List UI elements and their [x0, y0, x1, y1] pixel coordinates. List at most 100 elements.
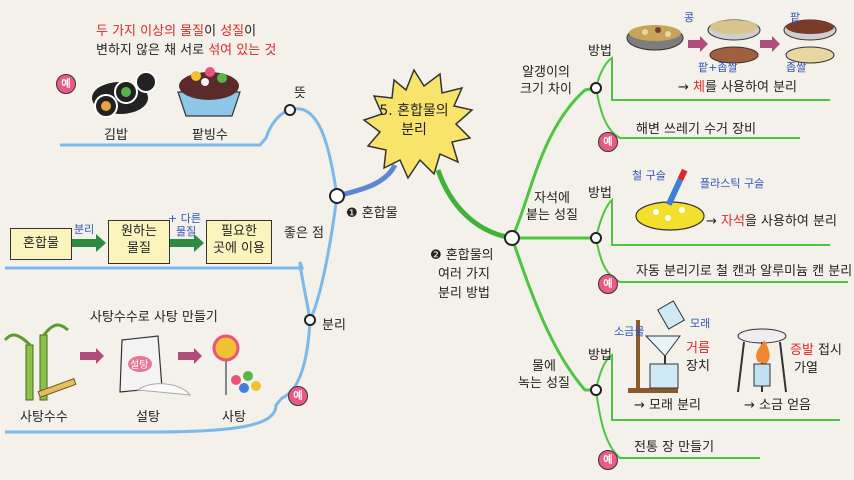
arrow2-line2: 물질	[176, 225, 197, 238]
flow-arrow-5	[688, 36, 708, 52]
size-connector	[510, 86, 597, 239]
size-title: 알갱이의 크기 차이	[520, 64, 572, 98]
filter-result: → 모래 분리	[634, 398, 701, 413]
center-title: 5. 혼합물의 분리	[366, 102, 462, 140]
size-title-line1: 알갱이의	[522, 65, 570, 80]
sieve-two-illustration	[783, 19, 837, 64]
filter-apparatus-illustration	[628, 300, 685, 393]
example-connector	[5, 319, 312, 434]
filter-highlight: 거름	[686, 341, 710, 356]
magnet-method-line	[595, 197, 830, 246]
millet-label: 좁쌀	[786, 61, 807, 74]
magnet-method-label: 방법	[588, 186, 612, 201]
branch2-line1: ❷ 혼합물의	[430, 248, 494, 263]
bean-label: 콩	[684, 11, 695, 24]
branch1-node[interactable]	[329, 188, 345, 204]
flow-arrow-3	[80, 348, 104, 364]
filter-suffix: 장치	[686, 359, 710, 374]
patbingsu-illustration	[177, 67, 241, 117]
sugar-bag-illustration	[119, 335, 192, 396]
size-method-line	[595, 56, 830, 101]
magnet-result-suffix: 을 사용하여 분리	[744, 214, 837, 229]
dissolve-example-line	[595, 389, 760, 459]
box3-line2: 곳에 이용	[213, 241, 265, 256]
salt-water-label: 소금물	[614, 325, 645, 338]
separation-example-badge: 예	[288, 386, 308, 406]
size-result-suffix: 를 사용하여 분리	[705, 80, 797, 95]
desired-substance-box: 원하는 물질	[108, 220, 170, 264]
center-title-line1: 5. 혼합물의	[379, 103, 449, 119]
dissolve-node[interactable]	[590, 384, 602, 396]
center-title-line2: 분리	[401, 122, 427, 138]
magnet-node[interactable]	[590, 232, 602, 244]
branch2-line3: 분리 방법	[438, 286, 490, 301]
candy-label: 사탕	[222, 410, 246, 425]
arrow2-label: + 다른 물질	[168, 212, 201, 238]
branch2-label: ❷ 혼합물의 여러 가지 분리 방법	[430, 246, 494, 303]
magnet-result-highlight: 자석	[721, 214, 745, 229]
size-example-badge: 예	[598, 132, 618, 152]
magnet-example-badge: 예	[598, 274, 618, 294]
magnet-title: 자석에 붙는 성질	[526, 190, 578, 224]
kimbap-label: 김밥	[104, 128, 128, 143]
box3-line1: 필요한	[221, 224, 257, 239]
def-part5: 이	[244, 24, 257, 39]
good-point-label: 좋은 점	[284, 226, 325, 241]
arrow1-label: 분리	[74, 223, 95, 236]
candy-example-title: 사탕수수로 사탕 만들기	[90, 310, 218, 325]
box2-line1: 원하는	[121, 224, 157, 239]
meaning-connector	[60, 107, 339, 197]
use-box: 필요한 곳에 이용	[206, 220, 272, 264]
evap-highlight: 증발	[790, 343, 814, 358]
sugarcane-illustration	[3, 323, 77, 401]
size-result: → 체를 사용하여 분리	[678, 80, 797, 95]
magnet-title-line1: 자석에	[534, 191, 570, 206]
flow-arrow-1	[72, 234, 106, 252]
size-title-line2: 크기 차이	[520, 82, 572, 97]
def-part2: 물질	[180, 24, 205, 39]
sugar-bag-label: 설탕	[130, 360, 149, 371]
kimbap-illustration	[92, 71, 157, 118]
definition-line2: 변하지 않은 채 서로 섞여 있는 것	[96, 43, 276, 58]
plastic-bead-label: 플라스틱 구슬	[700, 177, 765, 190]
evap-suffix: 접시	[813, 343, 842, 358]
meaning-example-badge: 예	[56, 74, 76, 94]
branch2-line2: 여러 가지	[438, 267, 490, 282]
flow-arrow-6	[760, 36, 780, 52]
size-example: 해변 쓰레기 수거 장비	[636, 122, 757, 137]
box2-line2: 물질	[127, 241, 151, 256]
sand-label: 모래	[690, 317, 711, 330]
size-result-prefix: →	[678, 80, 694, 95]
sieve-one-illustration	[707, 19, 761, 64]
branch2-node[interactable]	[504, 230, 520, 246]
filter-label: 거름 장치	[686, 340, 710, 376]
dissolve-connector	[510, 237, 596, 392]
size-result-highlight: 체	[693, 80, 705, 95]
sugarcane-label: 사탕수수	[20, 410, 68, 425]
flow-arrow-2	[170, 234, 204, 252]
evaporation-label: 증발 접시 가열	[790, 342, 842, 378]
dissolve-method-line	[595, 353, 840, 421]
separation-node[interactable]	[304, 314, 316, 326]
branch1-connector	[336, 163, 398, 199]
good-point-connector	[5, 261, 312, 321]
center-star	[362, 68, 474, 180]
size-method-label: 방법	[588, 44, 612, 59]
def-part1: 두 가지 이상의	[96, 24, 181, 39]
def-line2a: 변하지 않은 채 서로	[96, 43, 209, 58]
sugar-label: 설탕	[136, 410, 160, 425]
size-example-line	[595, 87, 800, 139]
separation-connector	[308, 195, 339, 321]
evaporation-result: → 소금 얻음	[744, 398, 811, 413]
mix-label: 팥+좁쌀	[698, 61, 738, 74]
bean-bowl-illustration	[626, 25, 684, 51]
meaning-node[interactable]	[284, 104, 296, 116]
def-part3: 이	[204, 24, 221, 39]
dissolve-method-label: 방법	[588, 348, 612, 363]
magnet-example: 자동 분리기로 철 캔과 알루미늄 캔 분리	[636, 264, 853, 279]
evap-line2: 가열	[794, 361, 818, 376]
evaporation-apparatus-illustration	[737, 328, 787, 393]
size-node[interactable]	[590, 82, 602, 94]
dissolve-example-badge: 예	[598, 450, 618, 470]
